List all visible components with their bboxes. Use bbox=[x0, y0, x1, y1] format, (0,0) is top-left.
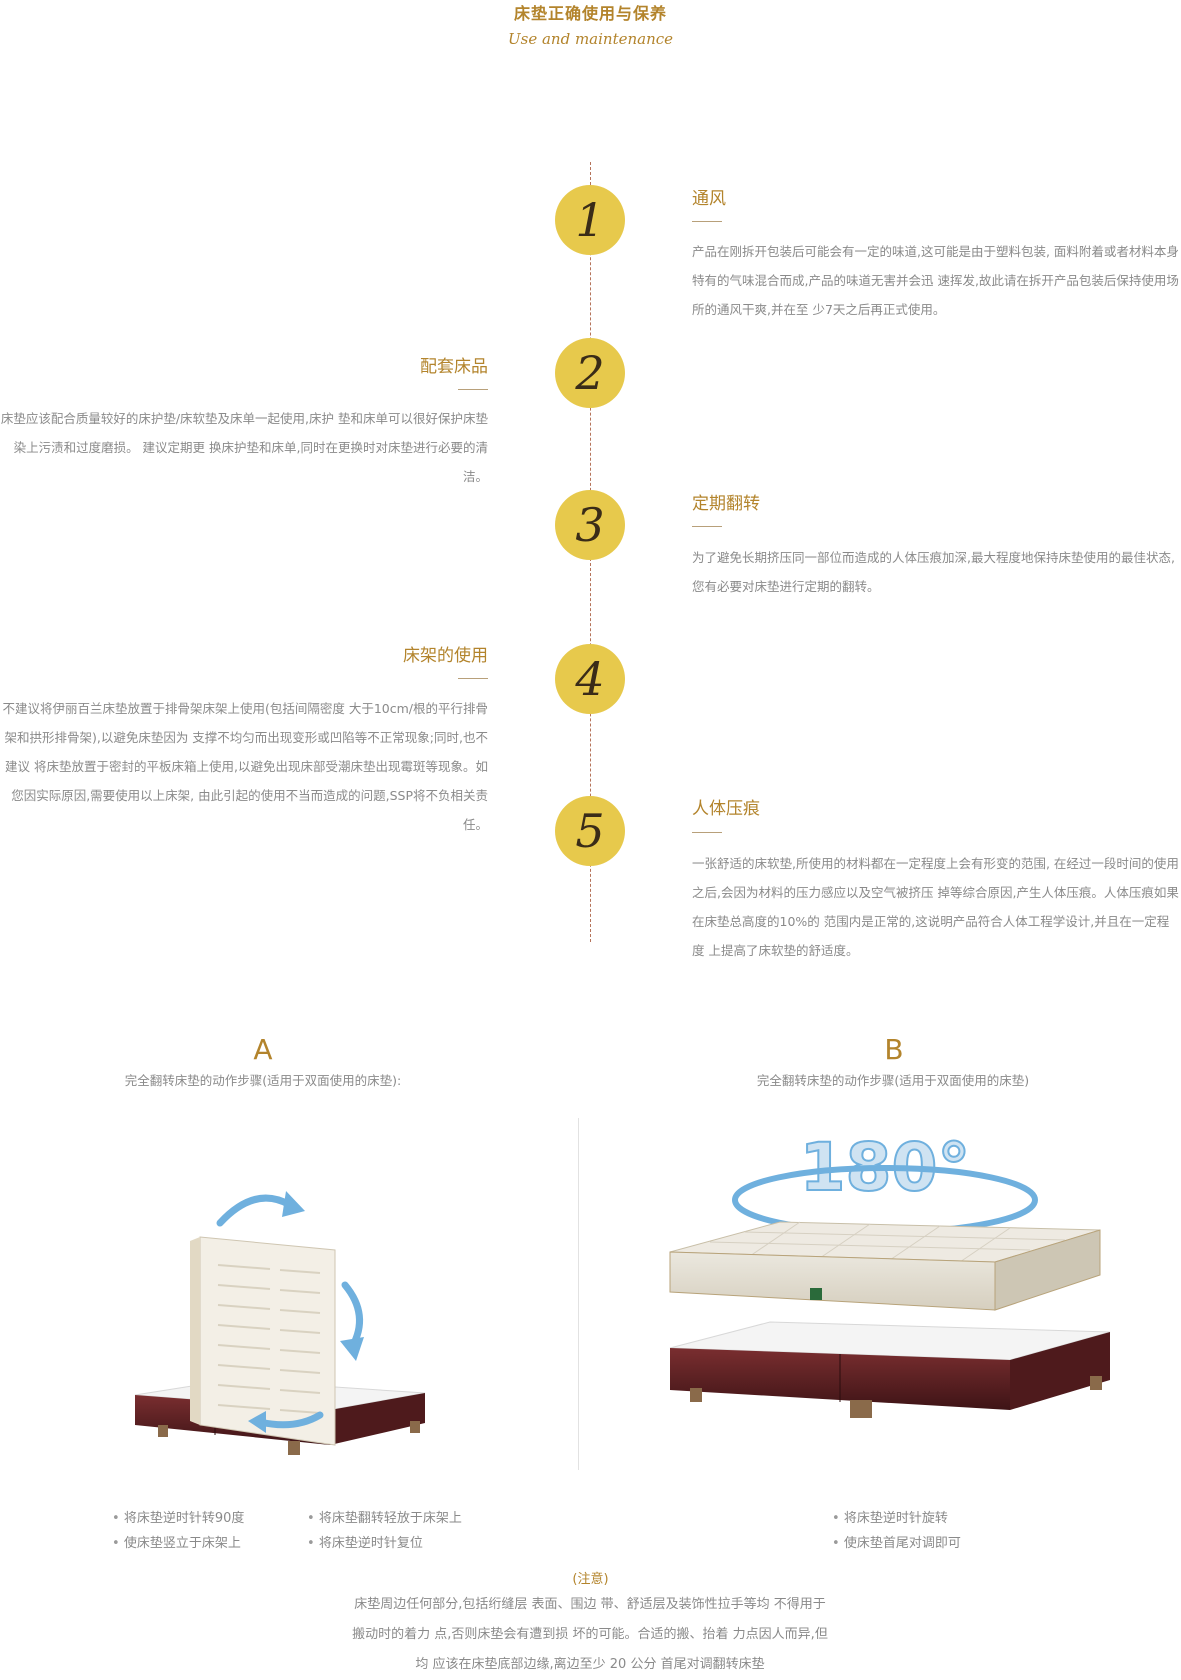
list-item: 将床垫翻转轻放于床架上 bbox=[307, 1506, 462, 1531]
panel-a-steps-col2: 将床垫翻转轻放于床架上 将床垫逆时针复位 bbox=[307, 1506, 462, 1556]
step-1-title: 通风 bbox=[692, 189, 726, 209]
step-5-text: 一张舒适的床软垫,所使用的材料都在一定程度上会有形变的范围, 在经过一段时间的使… bbox=[692, 856, 1179, 958]
list-item: 将床垫逆时针复位 bbox=[307, 1531, 462, 1556]
step-2-rule bbox=[458, 389, 488, 390]
step-3-badge: 3 bbox=[555, 490, 625, 560]
step-3-rule bbox=[692, 526, 722, 527]
panel-b-letter: B bbox=[884, 1033, 904, 1066]
step-2-text: 床垫应该配合质量较好的床护垫/床软垫及床单一起使用,床护 垫和床单可以很好保护床… bbox=[0, 411, 488, 484]
list-item: 将床垫逆时针旋转 bbox=[832, 1506, 961, 1531]
step-3-text: 为了避免长期挤压同一部位而造成的人体压痕加深,最大程度地保持床垫使用的最佳状态,… bbox=[692, 550, 1175, 594]
panel-a-caption: 完全翻转床垫的动作步骤(适用于双面使用的床垫): bbox=[124, 1073, 402, 1088]
step-4-badge: 4 bbox=[555, 644, 625, 714]
step-2-badge: 2 bbox=[555, 338, 625, 408]
panel-divider bbox=[578, 1118, 579, 1470]
step-4-text: 不建议将伊丽百兰床垫放置于排骨架床架上使用(包括间隔密度 大于10cm/根的平行… bbox=[2, 701, 488, 832]
step-1-rule bbox=[692, 221, 722, 222]
step-4-title: 床架的使用 bbox=[403, 646, 488, 666]
mattress-flip-illustration bbox=[134, 1191, 426, 1455]
mattress-rotate-illustration: 180° bbox=[669, 1128, 1111, 1418]
step-2-title: 配套床品 bbox=[420, 357, 488, 377]
note-title: (注意) bbox=[572, 1572, 609, 1587]
panel-b-caption: 完全翻转床垫的动作步骤(适用于双面使用的床垫) bbox=[756, 1073, 1030, 1088]
step-1-badge: 1 bbox=[555, 185, 625, 255]
list-item: 将床垫逆时针转90度 bbox=[112, 1506, 245, 1531]
mattress-side-front bbox=[669, 1251, 996, 1311]
flip-arrow-icon bbox=[341, 1281, 364, 1351]
panel-a-steps-col1: 将床垫逆时针转90度 使床垫竖立于床架上 bbox=[112, 1506, 245, 1556]
step-4-rule bbox=[458, 678, 488, 679]
bed-frame-side bbox=[330, 1393, 425, 1445]
page-subtitle: Use and maintenance bbox=[507, 30, 674, 48]
page-title: 床垫正确使用与保养 bbox=[513, 4, 667, 23]
list-item: 使床垫竖立于床架上 bbox=[112, 1531, 244, 1556]
list-item: 使床垫首尾对调即可 bbox=[832, 1531, 961, 1556]
step-3-title: 定期翻转 bbox=[692, 494, 760, 514]
step-5-title: 人体压痕 bbox=[692, 799, 760, 819]
step-5-rule bbox=[692, 832, 722, 833]
note-text: 床垫周边任何部分,包括绗缝层 表面、围边 带、舒适层及装饰性拉手等均 不得用于搬… bbox=[352, 1597, 828, 1672]
rotate-arrow-icon bbox=[216, 1194, 294, 1227]
step-1-text: 产品在刚拆开包装后可能会有一定的味道,这可能是由于塑料包装, 面料附着或者材料本… bbox=[692, 244, 1179, 317]
step-5-badge: 5 bbox=[555, 796, 625, 866]
panel-a-letter: A bbox=[253, 1033, 273, 1066]
panel-b-steps: 将床垫逆时针旋转 使床垫首尾对调即可 bbox=[832, 1506, 961, 1556]
